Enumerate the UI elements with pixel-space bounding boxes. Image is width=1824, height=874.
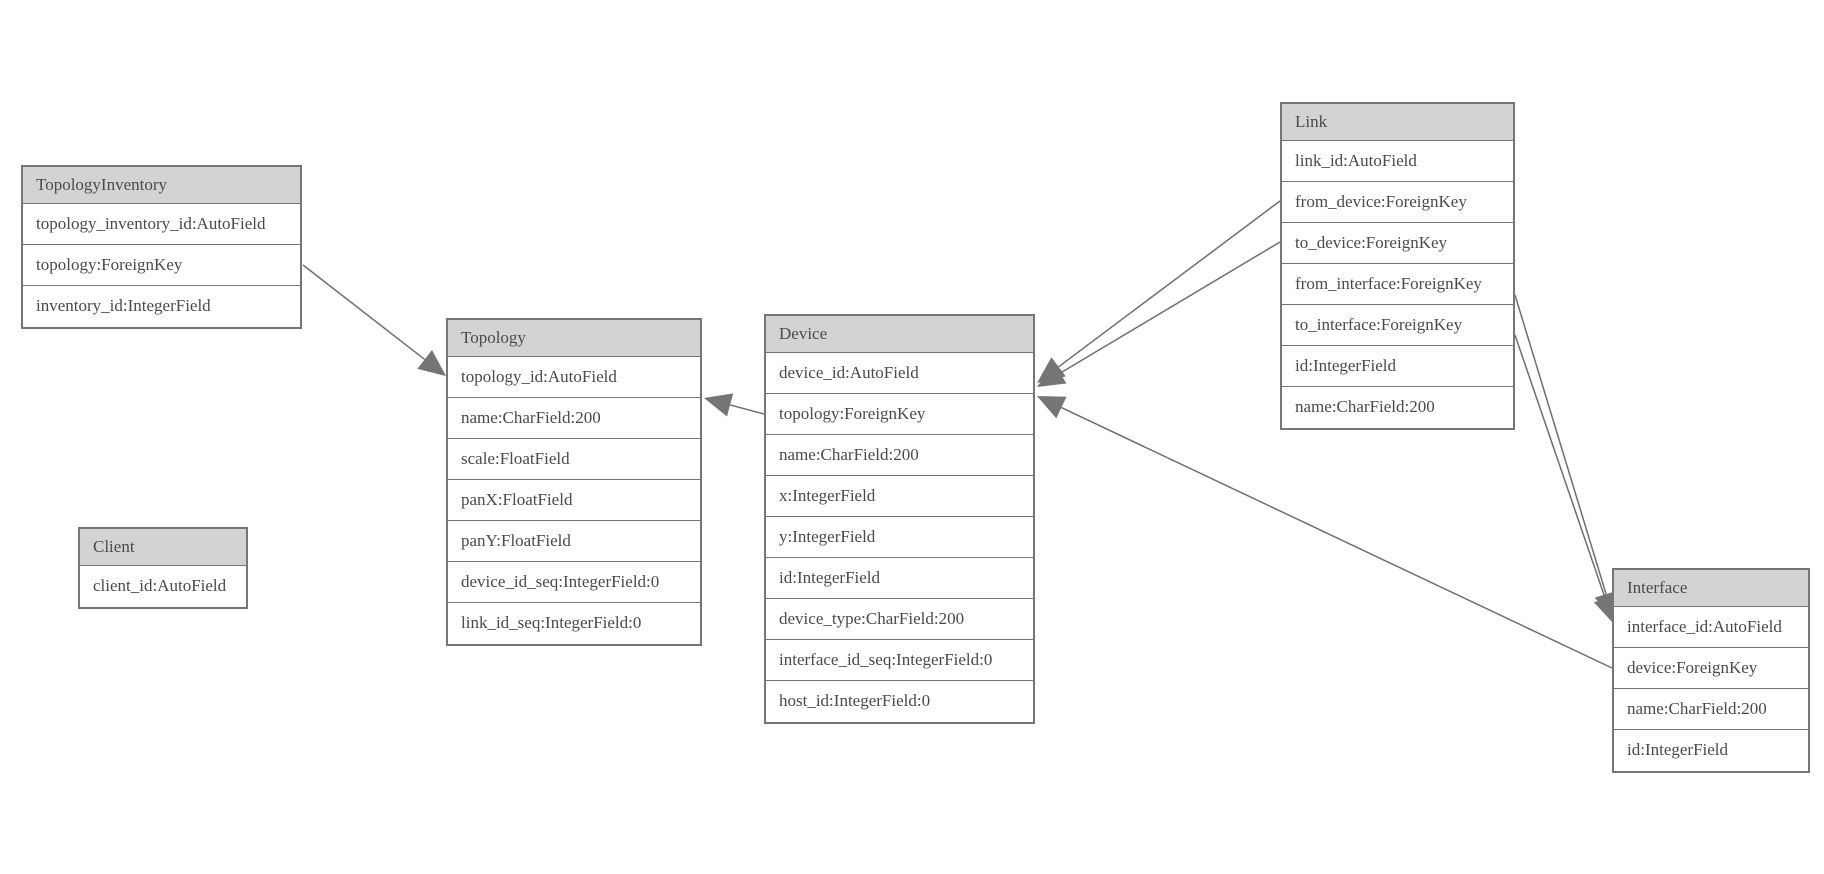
table-device-row-2: name:CharField:200 <box>766 435 1033 476</box>
table-interface-row-0: interface_id:AutoField <box>1614 607 1808 648</box>
table-topology-inventory-header: TopologyInventory <box>23 167 300 204</box>
table-link-row-6: name:CharField:200 <box>1282 387 1513 428</box>
table-topology-row-1: name:CharField:200 <box>448 398 700 439</box>
table-link-row-0: link_id:AutoField <box>1282 141 1513 182</box>
edge-topologyinventory-topology-to-topology <box>302 264 426 361</box>
table-device-header: Device <box>766 316 1033 353</box>
table-device-row-7: interface_id_seq:IntegerField:0 <box>766 640 1033 681</box>
table-interface-row-2: name:CharField:200 <box>1614 689 1808 730</box>
table-topology-row-2: scale:FloatField <box>448 439 700 480</box>
table-device-row-0: device_id:AutoField <box>766 353 1033 394</box>
table-device-row-1: topology:ForeignKey <box>766 394 1033 435</box>
table-interface-row-3: id:IntegerField <box>1614 730 1808 771</box>
table-device-row-8: host_id:IntegerField:0 <box>766 681 1033 722</box>
table-interface-row-1: device:ForeignKey <box>1614 648 1808 689</box>
table-topology-row-4: panY:FloatField <box>448 521 700 562</box>
table-link-header: Link <box>1282 104 1513 141</box>
table-link-row-1: from_device:ForeignKey <box>1282 182 1513 223</box>
arrowhead-link-to-interface-to-interface <box>1593 594 1617 624</box>
arrowhead-link-to-device-to-device <box>1037 362 1067 387</box>
table-topology-header: Topology <box>448 320 700 357</box>
arrowhead-interface-device-to-device <box>1037 396 1067 419</box>
edge-interface-device-to-device <box>1061 406 1613 669</box>
table-interface-header: Interface <box>1614 570 1808 607</box>
edge-link-to-device-to-device <box>1059 241 1281 374</box>
arrowhead-topologyinventory-topology-to-topology <box>417 349 446 376</box>
edge-device-topology-to-topology <box>729 404 765 415</box>
table-topology-inventory-row-1: topology:ForeignKey <box>23 245 300 286</box>
table-topology-inventory-row-0: topology_inventory_id:AutoField <box>23 204 300 245</box>
table-topology-row-0: topology_id:AutoField <box>448 357 700 398</box>
edge-link-from-device-to-device <box>1058 200 1281 368</box>
table-device-row-5: id:IntegerField <box>766 558 1033 599</box>
table-link-row-2: to_device:ForeignKey <box>1282 223 1513 264</box>
table-link-row-4: to_interface:ForeignKey <box>1282 305 1513 346</box>
table-topology-row-3: panX:FloatField <box>448 480 700 521</box>
table-client-row-0: client_id:AutoField <box>80 566 246 607</box>
arrowhead-device-topology-to-topology <box>704 393 734 417</box>
table-link-row-3: from_interface:ForeignKey <box>1282 264 1513 305</box>
table-device-row-4: y:IntegerField <box>766 517 1033 558</box>
table-link-row-5: id:IntegerField <box>1282 346 1513 387</box>
table-topology-row-6: link_id_seq:IntegerField:0 <box>448 603 700 644</box>
table-topology-row-5: device_id_seq:IntegerField:0 <box>448 562 700 603</box>
edge-link-to-interface-to-interface <box>1514 334 1606 599</box>
table-device-row-3: x:IntegerField <box>766 476 1033 517</box>
table-topology-inventory-row-2: inventory_id:IntegerField <box>23 286 300 327</box>
table-device-row-6: device_type:CharField:200 <box>766 599 1033 640</box>
table-client-header: Client <box>80 529 246 566</box>
edge-link-from-interface-to-interface <box>1514 294 1607 595</box>
